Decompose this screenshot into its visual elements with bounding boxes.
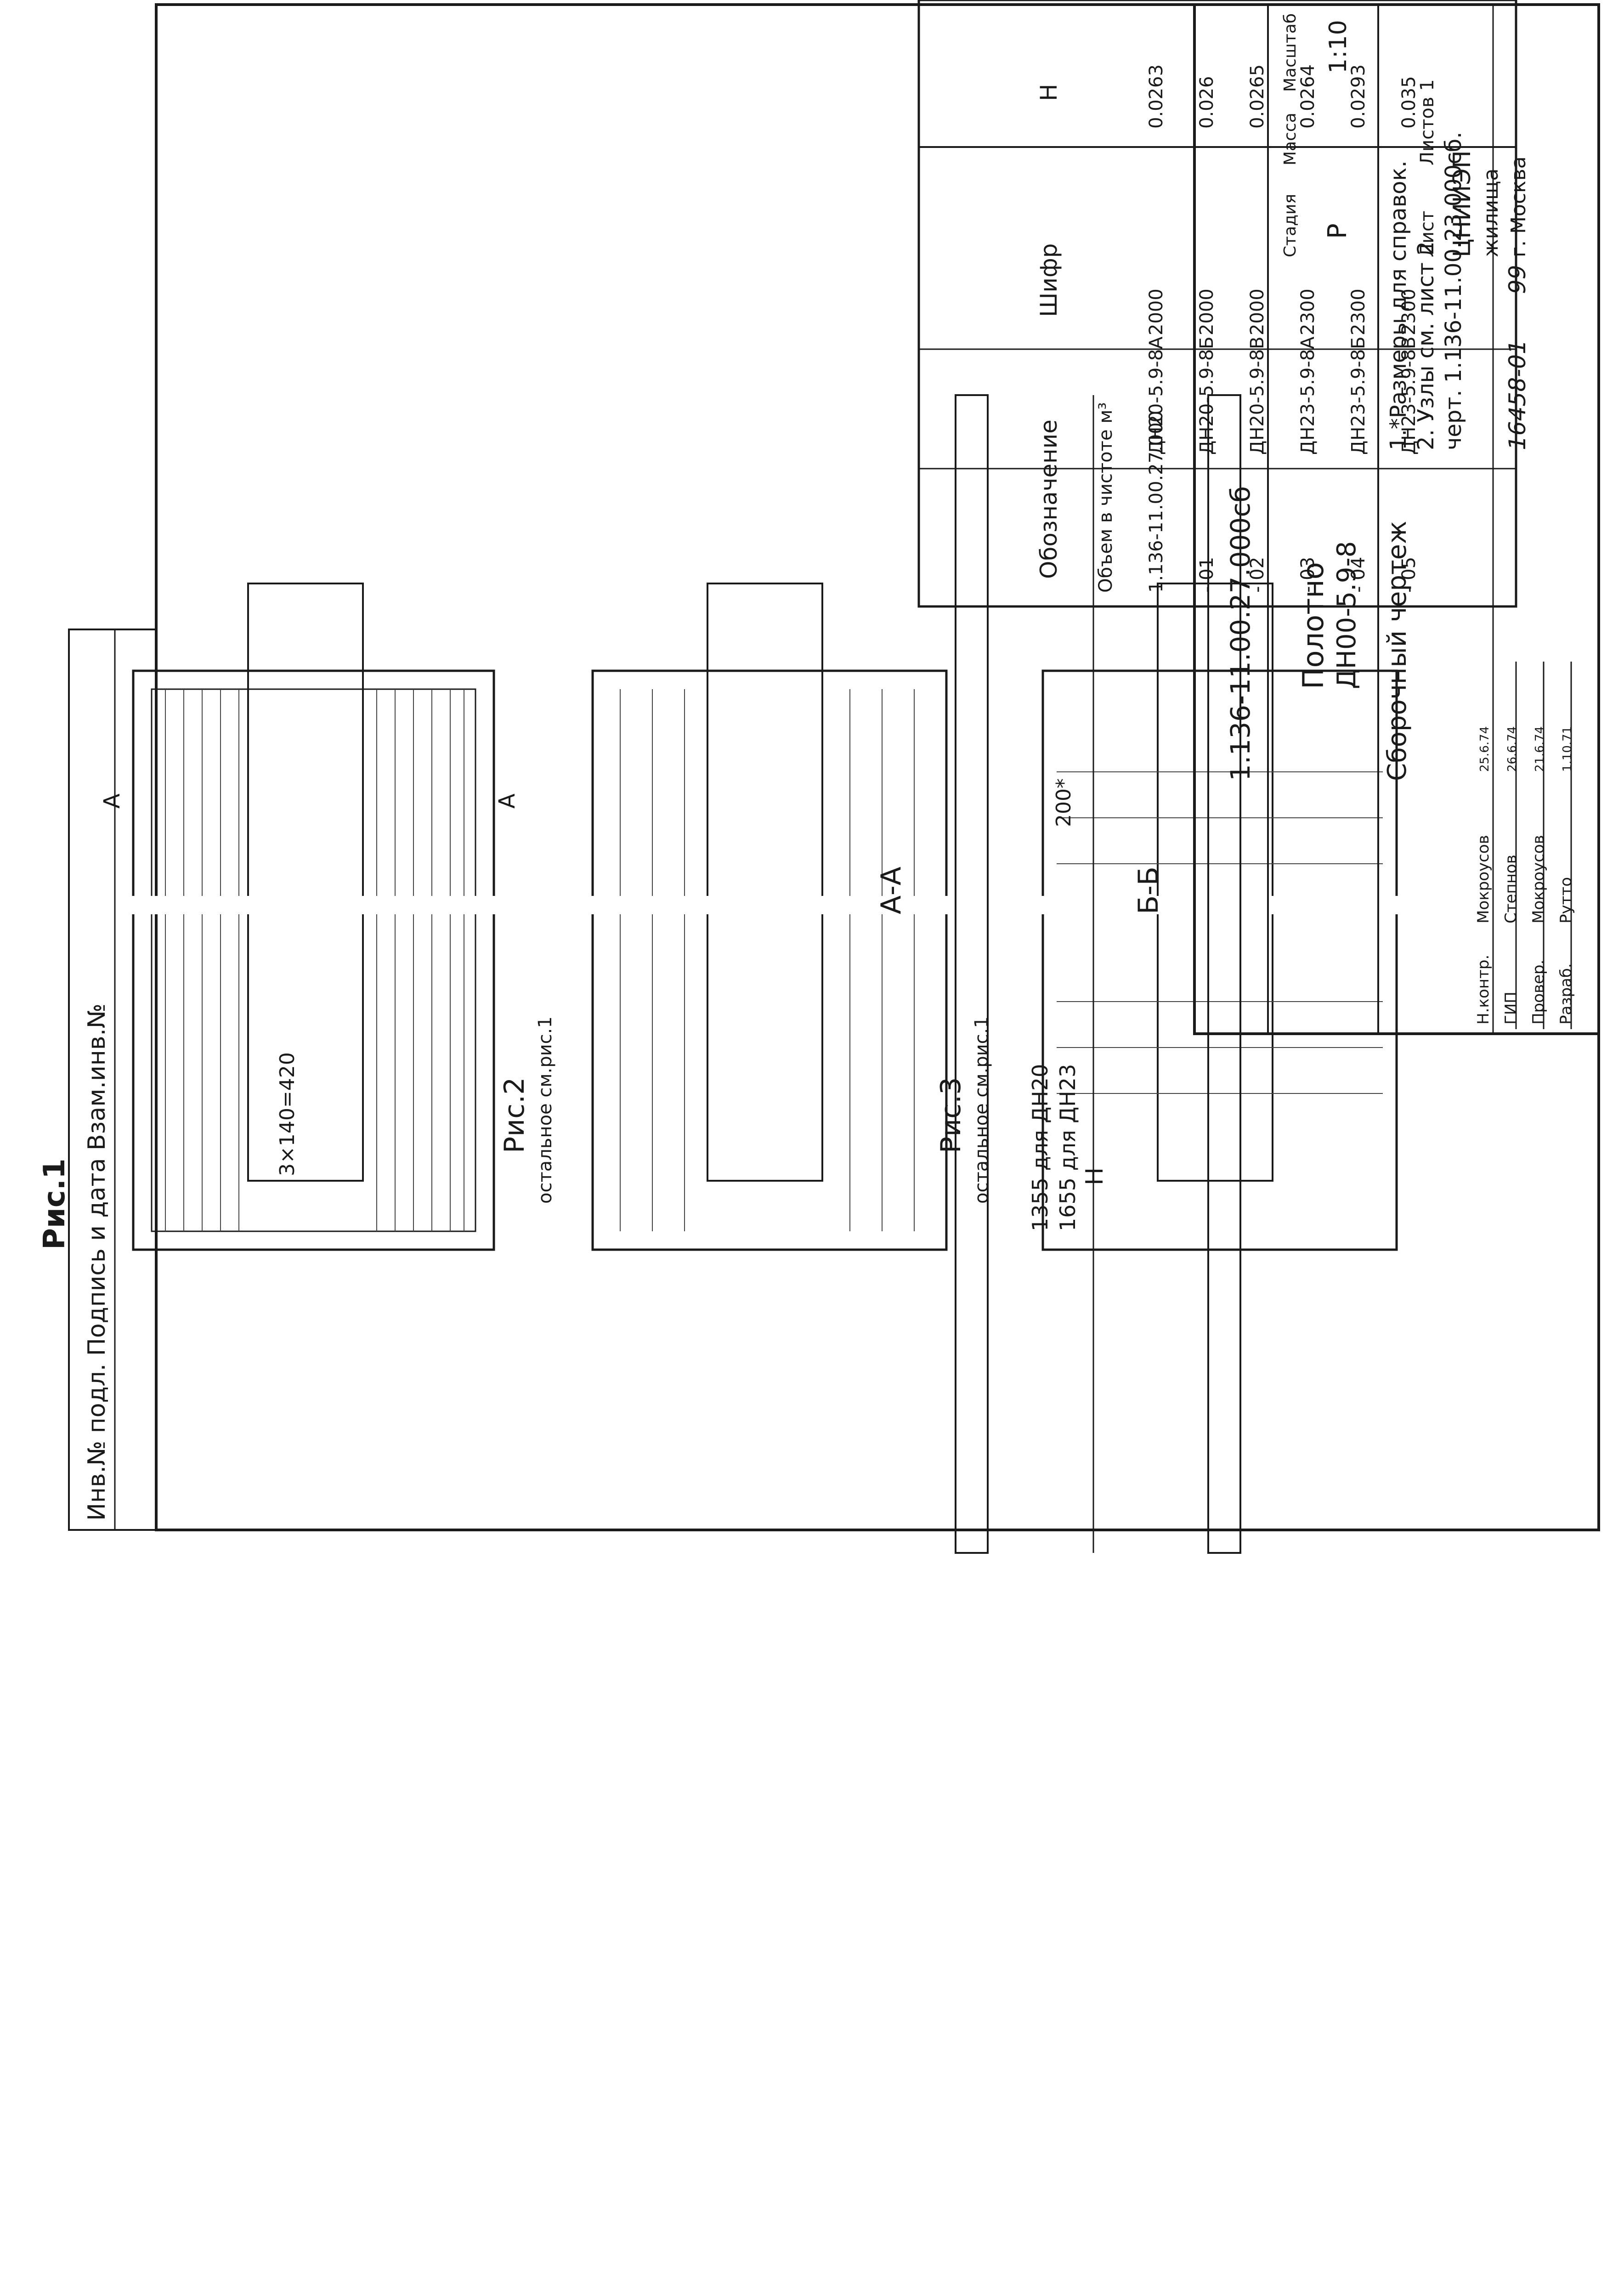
side-stamp-text: Инв.№ подл. Подпись и дата Взам.инв.№ xyxy=(83,1003,111,1521)
staff-date-3: 1.10.71 xyxy=(1561,726,1574,772)
staff-date-0: 25.6.74 xyxy=(1478,726,1492,772)
staff-role-3: Разраб. xyxy=(1557,963,1575,1025)
title-line1: Полотно xyxy=(1296,562,1330,689)
note-3: черт. 1.136-11.00.23.000сб. xyxy=(1441,132,1466,450)
fig3-door-panel xyxy=(1041,669,1398,1251)
fig3-title: Рис.3 xyxy=(935,1077,967,1153)
drawing-code: 1.136-11.00.27.000сб xyxy=(1225,486,1256,781)
staff-name-3: Рутто xyxy=(1557,877,1575,923)
staff-role-1: ГИП xyxy=(1502,991,1520,1025)
sheets-label: Листов 1 xyxy=(1417,79,1438,165)
scale-header: Масштаб xyxy=(1281,13,1300,92)
section-bb: Б-Б xyxy=(1132,394,1241,1554)
fig2-door-panel xyxy=(591,669,948,1251)
scale-value: 1:10 xyxy=(1324,20,1352,74)
section-mark-a: А xyxy=(99,793,125,809)
dim-H: Н xyxy=(1081,1167,1109,1185)
fig3-glass xyxy=(1157,583,1273,1182)
figure-1: Рис.1 3×140=420 А А xyxy=(38,583,520,1251)
title-line3: Сборочный чертеж xyxy=(1382,521,1412,781)
staff-table: Н.контр. Мокроусов 25.6.74 ГИП Степнов 2… xyxy=(1474,662,1575,1029)
spec-r2-c3: 0.0265 xyxy=(1247,64,1268,129)
spec-r3-c3: 0.0264 xyxy=(1297,64,1318,129)
stage-value: Р xyxy=(1323,223,1352,239)
spec-r2-c1: ДН20-5.9-8В xyxy=(1247,336,1268,455)
spec-col-designation: Обозначение xyxy=(1036,419,1062,579)
spec-col-code: Шифр xyxy=(1036,244,1062,317)
mass-header: Масса xyxy=(1281,113,1300,165)
spec-r1-c0: - 01 xyxy=(1196,557,1217,593)
spec-r2-c0: - 02 xyxy=(1247,557,1268,593)
stage-header: Стадия xyxy=(1281,194,1300,257)
fig1-door-panel xyxy=(132,669,495,1251)
fig1-hatch xyxy=(165,689,464,1231)
spec-r5-c1: ДН23-5.9-8В xyxy=(1398,336,1420,455)
notes: 1.*Размеры для справок. 2. Узлы см. лист… xyxy=(1386,132,1466,450)
spec-col-volume: Объем в чистоте м³ xyxy=(1095,402,1116,593)
section-mark-a2: А xyxy=(494,793,520,809)
org-line3: г. Москва xyxy=(1507,156,1530,257)
title-line2: ДН00-5.9-8 xyxy=(1332,541,1362,689)
stamp-number: 16458-01 xyxy=(1504,340,1531,450)
dim-200: 200* xyxy=(1052,778,1075,827)
spec-r2-c2: 2000 xyxy=(1247,289,1268,335)
spec-r4-c3: 0.0293 xyxy=(1348,64,1369,129)
dim-1355: 1355 для ДН20 xyxy=(1028,1064,1052,1231)
spec-r5-c0: - 05 xyxy=(1398,557,1420,593)
spec-r5-c3: 0.035 xyxy=(1398,76,1420,129)
spec-r0-c2: 2000 xyxy=(1146,289,1167,335)
spec-r1-c2: 2000 xyxy=(1196,289,1217,335)
staff-name-1: Степнов xyxy=(1502,855,1520,923)
sheet-label: Лист xyxy=(1417,211,1438,257)
fig2-glass xyxy=(707,583,823,1182)
fig2-title: Рис.2 xyxy=(498,1077,531,1153)
dim-3x140: 3×140=420 xyxy=(276,1052,299,1176)
staff-date-1: 26.6.74 xyxy=(1505,726,1519,772)
rotated-drawing: Инв.№ подл. Подпись и дата Взам.инв.№ Ри… xyxy=(38,0,1517,1554)
note-2: 2. Узлы см. лист 2 xyxy=(1413,241,1439,450)
side-stamp: Инв.№ подл. Подпись и дата Взам.инв.№ xyxy=(68,629,157,1531)
spec-r3-c1: ДН23-5.9-8А xyxy=(1297,336,1318,455)
staff-name-0: Мокроусов xyxy=(1474,835,1493,923)
stamp-page: 99 xyxy=(1504,265,1531,294)
figure-3: Рис.3 остальное см.рис.1 xyxy=(935,583,1398,1251)
fig1-title: Рис.1 xyxy=(38,1158,72,1250)
staff-role-0: Н.контр. xyxy=(1474,955,1493,1025)
note-1: 1.*Размеры для справок. xyxy=(1386,160,1411,450)
section-aa-label: А-А xyxy=(875,866,907,914)
staff-name-2: Мокроусов xyxy=(1529,835,1548,923)
spec-r1-c3: 0.026 xyxy=(1196,76,1217,129)
spec-r3-c2: 2300 xyxy=(1297,289,1318,335)
spec-r1-c1: ДН20-5.9-8Б xyxy=(1196,336,1217,455)
section-aa: А-А xyxy=(875,394,989,1554)
spec-r5-c2: 2300 xyxy=(1398,289,1420,335)
figure-2: Рис.2 остальное см.рис.1 xyxy=(498,583,948,1251)
spec-r4-c2: 2300 xyxy=(1348,289,1369,335)
dimension-lines: Н 1355 для ДН20 1655 для ДН23 200* xyxy=(1028,395,1109,1553)
spec-r4-c1: ДН23-5.9-8Б xyxy=(1348,336,1369,455)
org-line2: жилища xyxy=(1479,169,1503,257)
spec-r0-c1: ДН20-5.9-8А xyxy=(1146,336,1167,455)
section-aa-profile xyxy=(955,394,989,1554)
dim-1655: 1655 для ДН23 xyxy=(1055,1064,1080,1231)
staff-role-2: Провер. xyxy=(1529,960,1548,1025)
spec-r0-c0: 1.136-11.00.27.000 xyxy=(1146,411,1167,593)
spec-col-h: Н xyxy=(1036,84,1062,101)
spec-r3-c0: - 03 xyxy=(1297,557,1318,593)
spec-r0-c3: 0.0263 xyxy=(1146,64,1167,129)
fig1-glass xyxy=(247,583,364,1182)
spec-r4-c0: - 04 xyxy=(1348,557,1369,593)
section-bb-profile xyxy=(1207,394,1241,1554)
fig2-sub: остальное см.рис.1 xyxy=(535,1016,556,1204)
title-block: 1.136-11.00.27.000сб Полотно ДН00-5.9-8 … xyxy=(1193,3,1600,1035)
section-bb-label: Б-Б xyxy=(1132,866,1165,914)
fig3-sub: остальное см.рис.1 xyxy=(971,1016,992,1204)
org-line1: ЦНИИЭП xyxy=(1449,150,1476,257)
spec-table: Обозначение Шифр Н Объем в чистоте м³ 1.… xyxy=(917,0,1517,608)
break-gap xyxy=(129,896,1406,914)
staff-date-2: 21.6.74 xyxy=(1533,726,1547,772)
